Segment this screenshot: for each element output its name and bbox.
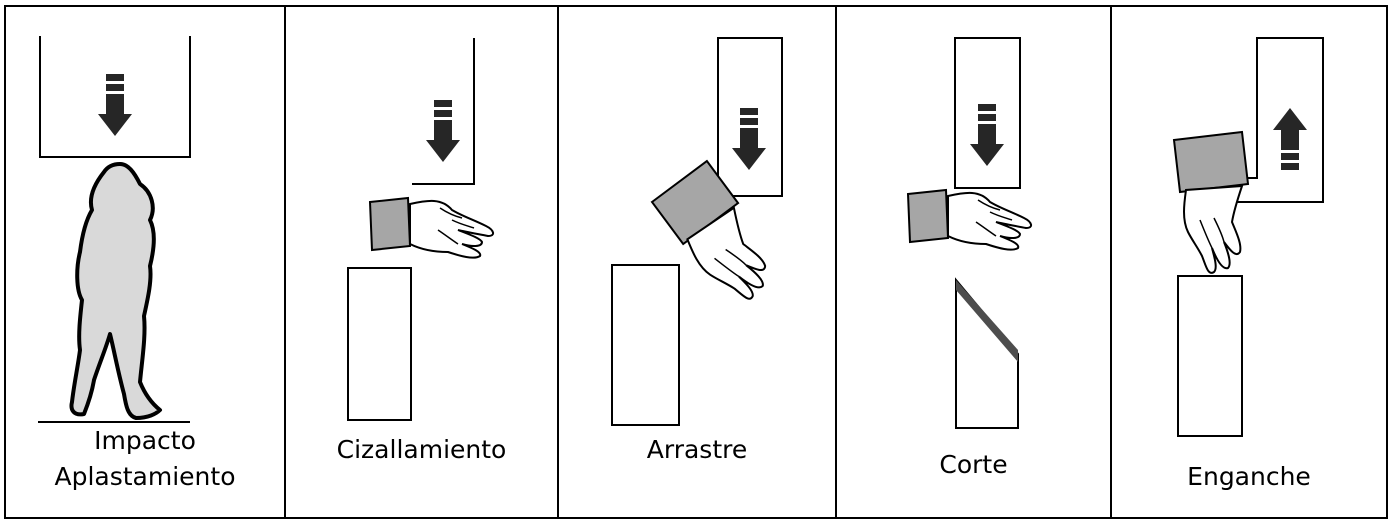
panel-impacto <box>38 36 191 423</box>
person-silhouette-icon <box>69 162 162 420</box>
down-arrow-icon <box>98 74 132 136</box>
moving-block <box>717 37 783 197</box>
hand-icon <box>1173 131 1249 274</box>
hand-icon <box>907 189 1033 251</box>
panel-arrastre <box>611 37 784 426</box>
panel-corte <box>907 37 1033 429</box>
label-corte: Corte <box>939 450 1008 479</box>
panel-cizallamiento <box>347 38 495 421</box>
frame <box>4 5 1388 519</box>
label-impacto: Impacto <box>94 426 196 455</box>
label-aplastamiento: Aplastamiento <box>54 462 236 491</box>
press-frame <box>39 36 191 158</box>
fixed-block <box>611 264 680 426</box>
fixed-block <box>347 267 412 421</box>
panel-enganche <box>1173 37 1324 437</box>
hand-icon <box>369 197 495 259</box>
label-arrastre: Arrastre <box>646 435 748 464</box>
label-enganche: Enganche <box>1187 462 1311 491</box>
down-arrow-icon <box>426 100 460 162</box>
moving-blade <box>412 38 475 185</box>
fixed-block <box>1177 275 1243 437</box>
label-cizallamiento: Cizallamiento <box>336 435 507 464</box>
moving-block <box>1235 37 1324 203</box>
moving-block <box>954 37 1021 189</box>
blade-icon <box>955 277 1019 429</box>
